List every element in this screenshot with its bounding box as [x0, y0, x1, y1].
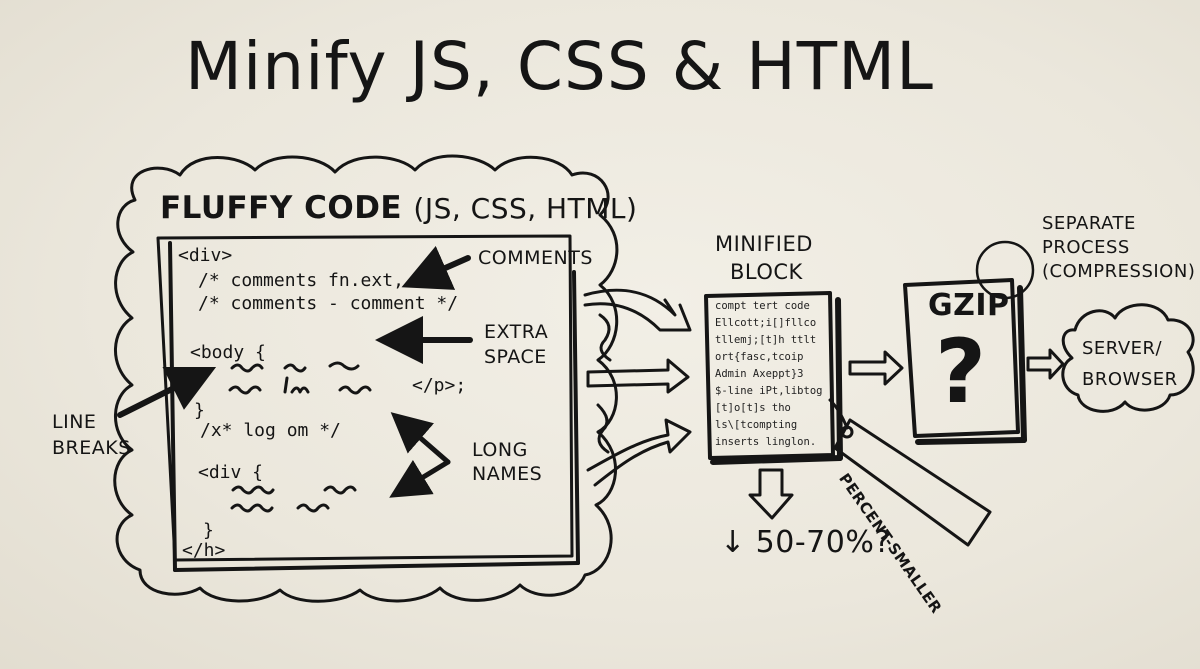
minified-line: inserts linglon. [715, 436, 817, 448]
code-line: <body { [190, 342, 266, 363]
code-line: } [194, 400, 205, 421]
flow-arrow-top [583, 288, 692, 332]
code-line: </h> [182, 540, 226, 561]
server-label: SERVER/ [1082, 338, 1163, 359]
minified-line: Admin Axeppt}3 [715, 368, 804, 380]
gzip-label: GZIP [928, 288, 1010, 323]
percent-tag-outline [833, 418, 992, 547]
minified-heading-1: MINIFIED [715, 232, 813, 256]
reduction-label: ↓ 50-70%? [720, 525, 891, 560]
gzip-box-outline [903, 278, 1020, 438]
server-cloud-outline [1061, 303, 1195, 413]
code-line: /* comments - comment */ [198, 293, 459, 314]
long-names-label-2: NAMES [472, 463, 543, 485]
line-breaks-label-2: BREAKS [52, 437, 131, 459]
fluffy-code-subheading: (JS, CSS, HTML) [413, 192, 638, 225]
code-line: <div> [178, 245, 233, 266]
minified-line: Ellcott;i[]fllco [715, 317, 817, 329]
line-breaks-arrow [117, 366, 217, 418]
browser-label: BROWSER [1082, 369, 1178, 390]
extra-space-label-1: EXTRA [484, 321, 549, 343]
long-names-arrow-down [389, 459, 451, 498]
fluffy-cloud-outline [113, 154, 619, 603]
long-names-label-1: LONG [472, 439, 528, 461]
code-line: } [203, 520, 214, 541]
minified-line: ort{fasc,tcoip [715, 351, 804, 363]
gzip-question-mark: ? [935, 320, 987, 423]
code-line: <div { [198, 462, 264, 483]
minified-line: tllemj;[t]h ttlt [715, 334, 817, 346]
comments-label: COMMENTS [478, 247, 593, 269]
flow-arrow-middle [586, 358, 690, 394]
fluffy-code-heading: FLUFFY CODE (JS, CSS, HTML) [160, 190, 637, 226]
long-names-arrow-up [390, 412, 451, 465]
code-line: </p>; [412, 375, 467, 396]
minified-heading-2: BLOCK [730, 260, 803, 284]
code-box-outline [156, 234, 574, 562]
extra-space-label-2: SPACE [484, 346, 547, 368]
separate-process-note-1: SEPARATE [1042, 213, 1136, 234]
page-title: Minify JS, CSS & HTML [185, 28, 934, 105]
minified-line: ls\[tcompting [715, 419, 798, 431]
minified-block-outline [704, 291, 835, 460]
code-line: /x* log om */ [200, 420, 341, 441]
comments-arrow [401, 245, 471, 290]
code-line: /* comments fn.ext, [198, 270, 404, 291]
separate-process-note-2: PROCESS [1042, 237, 1130, 258]
line-breaks-label-1: LINE [52, 411, 97, 433]
minified-line: compt tert code [715, 300, 810, 312]
minified-line: $-line iPt,libtog [715, 385, 823, 397]
flow-arrow-bottom [586, 418, 692, 487]
fluffy-code-heading-text: FLUFFY CODE [160, 190, 403, 226]
minified-line: [t]o[t]s tho [715, 402, 791, 414]
separate-process-note-3: (COMPRESSION) [1042, 261, 1196, 282]
